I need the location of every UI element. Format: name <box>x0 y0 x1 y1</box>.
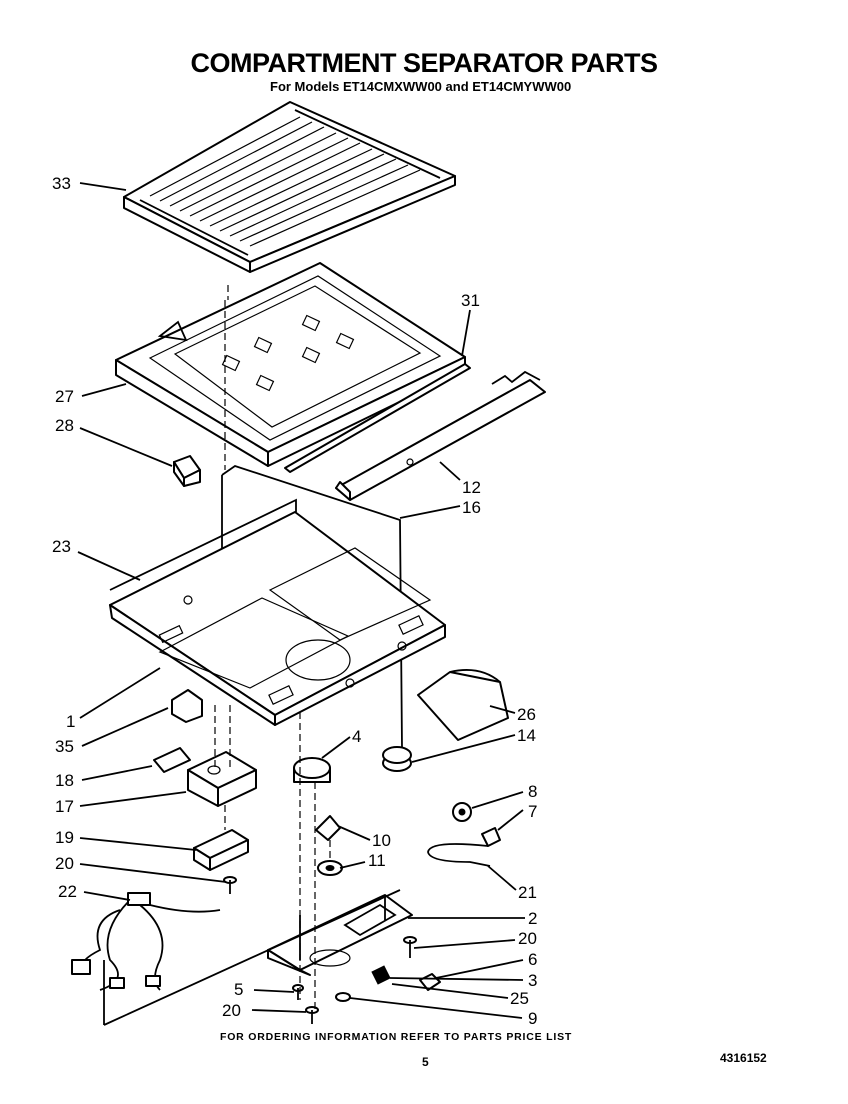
callout-19: 19 <box>55 828 74 847</box>
part-35-clip <box>171 689 203 723</box>
callout-18: 18 <box>55 771 74 790</box>
callout-1: 1 <box>66 712 75 731</box>
callout-12: 12 <box>462 478 481 497</box>
callout-16: 16 <box>462 498 481 517</box>
callout-22: 22 <box>58 882 77 901</box>
leader-lines <box>77 182 525 1019</box>
callout-3: 3 <box>528 971 537 990</box>
part-31-strip <box>284 363 471 473</box>
callout-10: 10 <box>372 831 391 850</box>
callout-7: 7 <box>528 802 537 821</box>
part-33-shelf <box>123 101 456 273</box>
model-subtitle: For Models ET14CMXWW00 and ET14CMYWW00 <box>270 79 572 94</box>
part-8-bulb <box>452 802 472 822</box>
part-20a-screw <box>223 876 237 894</box>
callout-35: 35 <box>55 737 74 756</box>
callout-20c: 20 <box>222 1001 241 1020</box>
part-18-plate <box>153 747 191 773</box>
part-19-switch <box>193 829 249 871</box>
callout-2: 2 <box>528 909 537 928</box>
part-20b-screw <box>403 936 417 958</box>
callout-14: 14 <box>517 726 536 745</box>
callout-27: 27 <box>55 387 74 406</box>
part-27-frame <box>115 262 466 467</box>
part-4-knob <box>293 757 331 783</box>
part-10-bracket <box>315 815 341 841</box>
callout-20a: 20 <box>55 854 74 873</box>
callout-8: 8 <box>528 782 537 801</box>
part-17-control-box <box>187 751 257 807</box>
callout-11: 11 <box>368 851 386 870</box>
part-12-channel <box>335 370 546 501</box>
callout-21: 21 <box>518 883 537 902</box>
part-3-connector <box>371 965 391 985</box>
part-14-grommet <box>382 746 412 772</box>
part-7-socket <box>481 827 501 847</box>
ordering-note: FOR ORDERING INFORMATION REFER TO PARTS … <box>220 1031 573 1043</box>
callout-5: 5 <box>234 980 243 999</box>
callout-33: 33 <box>52 174 71 193</box>
callout-9: 9 <box>528 1009 537 1028</box>
part-5-screw <box>292 984 304 1000</box>
part-22-harness <box>71 892 221 991</box>
part-28-block <box>173 455 201 487</box>
callout-17: 17 <box>55 797 74 816</box>
part-21-wire <box>427 843 491 867</box>
document-number: 4316152 <box>720 1051 767 1065</box>
callout-labels: 33 31 27 28 12 16 23 1 26 35 4 14 18 17 … <box>52 174 537 1028</box>
callout-4: 4 <box>352 727 361 746</box>
callout-6: 6 <box>528 950 537 969</box>
callout-28: 28 <box>55 416 74 435</box>
callout-25: 25 <box>510 989 529 1008</box>
callout-23: 23 <box>52 537 71 556</box>
assembly-guide-lines <box>214 705 331 1010</box>
harness-bracket <box>103 889 401 1026</box>
page-title: COMPARTMENT SEPARATOR PARTS <box>190 48 658 78</box>
part-11-washer <box>317 860 343 876</box>
part-25-washer <box>335 992 351 1002</box>
callout-20b: 20 <box>518 929 537 948</box>
part-2-bottom-housing <box>267 894 413 976</box>
callout-26: 26 <box>517 705 536 724</box>
part-20c-screw <box>305 1006 319 1024</box>
part-26-damper <box>417 669 509 741</box>
part-23-housing <box>109 498 446 726</box>
page-number: 5 <box>422 1055 429 1069</box>
callout-31: 31 <box>461 291 480 310</box>
